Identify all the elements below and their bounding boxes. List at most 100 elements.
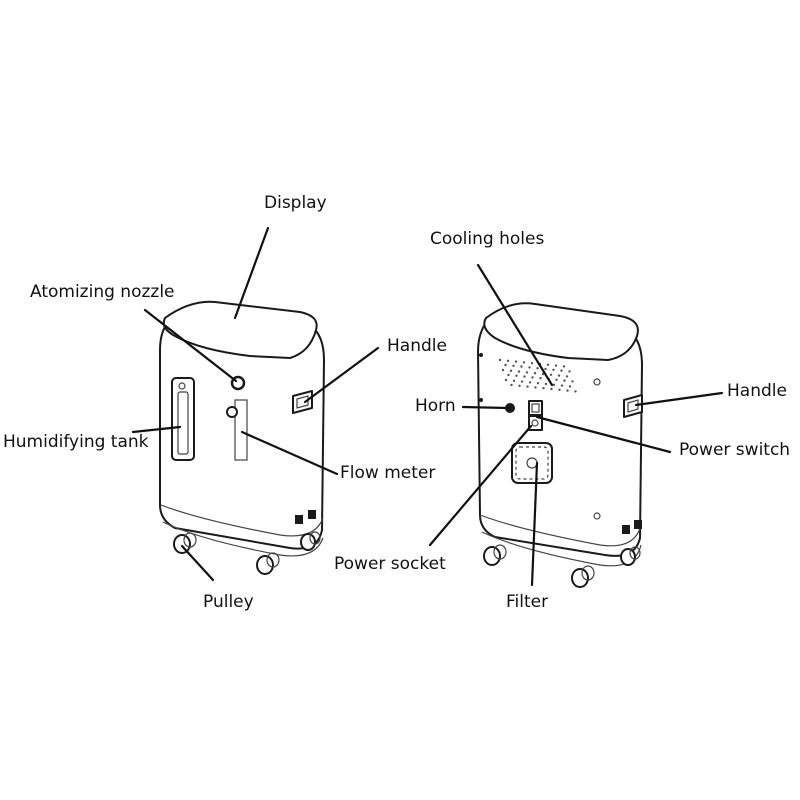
right-unit-body	[477, 319, 643, 557]
leader-pulley	[180, 544, 215, 582]
cooling-hole	[571, 380, 574, 383]
label-flow-meter: Flow meter	[340, 463, 436, 483]
cooling-hole	[536, 367, 539, 370]
cooling-hole	[536, 382, 540, 385]
cooling-hole	[504, 363, 507, 367]
cooling-hole	[509, 369, 513, 372]
leader-cooling-holes	[476, 263, 554, 387]
cooling-hole	[560, 384, 564, 387]
left-unit	[159, 300, 325, 575]
cooling-holes	[498, 358, 577, 393]
humidifying-tank-window	[177, 391, 189, 455]
left-handle-inner	[296, 395, 309, 409]
cooling-hole	[544, 367, 547, 371]
cooling-hole	[558, 388, 561, 391]
leader-power-socket	[428, 424, 533, 547]
power-socket	[528, 415, 543, 431]
pulley-wheel	[300, 533, 316, 551]
label-right-handle: Handle	[727, 381, 787, 401]
cooling-hole	[512, 379, 516, 382]
left-unit-body	[159, 319, 325, 550]
leader-atomizing-nozzle	[143, 308, 238, 383]
cooling-hole	[498, 358, 502, 362]
cooling-hole	[506, 359, 510, 362]
side-bump	[479, 353, 483, 357]
left-handle	[292, 390, 313, 414]
label-left-handle: Handle	[387, 336, 447, 356]
label-horn: Horn	[415, 396, 456, 416]
left-unit-base	[160, 504, 324, 537]
cooling-hole	[562, 365, 566, 368]
label-cooling-holes: Cooling holes	[430, 229, 545, 249]
cooling-hole	[514, 360, 518, 363]
label-humidifying-tank: Humidifying tank	[3, 432, 149, 452]
left-display-panel	[162, 300, 318, 359]
cooling-hole	[520, 380, 524, 383]
leader-filter	[530, 461, 539, 587]
cooling-hole	[504, 378, 508, 382]
cooling-hole	[525, 371, 529, 374]
cooling-hole	[552, 368, 555, 371]
leader-lines	[131, 226, 724, 587]
cooling-hole	[546, 363, 550, 366]
label-power-socket: Power socket	[334, 554, 446, 574]
cooling-hole	[557, 374, 561, 377]
left-base-vent-1	[295, 515, 303, 524]
cooling-hole	[555, 378, 558, 381]
cooling-hole	[550, 387, 553, 391]
rear-screw-bottom	[593, 512, 601, 520]
label-pulley: Pulley	[203, 592, 254, 612]
cooling-hole	[528, 381, 532, 384]
cooling-hole	[518, 384, 521, 387]
cooling-hole	[560, 369, 563, 372]
cooling-hole	[507, 373, 510, 377]
right-wheels	[483, 544, 641, 588]
label-display: Display	[264, 193, 327, 213]
cooling-hole	[568, 385, 572, 388]
cooling-hole	[522, 361, 526, 364]
right-unit-base	[479, 514, 642, 547]
cooling-hole	[554, 364, 558, 367]
humidifying-tank-cap	[178, 382, 186, 390]
cooling-hole	[574, 390, 577, 393]
flow-meter-knob	[226, 406, 238, 418]
humidifying-tank	[171, 377, 195, 461]
left-base-vent-2	[308, 510, 316, 519]
cooling-hole	[501, 368, 505, 372]
filter	[511, 442, 553, 484]
label-atomizing-nozzle: Atomizing nozzle	[30, 282, 175, 302]
leader-right-handle	[634, 391, 724, 407]
leader-left-handle	[303, 346, 380, 404]
right-base-vent-2	[634, 520, 642, 529]
label-filter: Filter	[506, 592, 549, 612]
cooling-hole	[531, 376, 534, 379]
pulley-wheel	[256, 555, 274, 575]
pulley-wheel	[173, 534, 191, 554]
left-unit-base-lower	[162, 521, 324, 557]
cooling-hole	[544, 382, 548, 386]
cooling-hole	[563, 379, 566, 382]
power-switch	[528, 400, 543, 416]
cooling-hole	[565, 375, 569, 378]
cooling-hole	[542, 387, 545, 390]
label-power-switch: Power switch	[679, 440, 791, 460]
flow-meter	[234, 399, 248, 461]
leader-flow-meter	[240, 430, 339, 476]
leader-display	[233, 226, 270, 320]
cooling-hole	[523, 375, 526, 378]
side-bump	[479, 398, 483, 402]
leader-power-switch	[535, 415, 672, 454]
cooling-hole	[534, 386, 537, 389]
cooling-hole	[526, 385, 529, 388]
right-unit	[477, 302, 643, 588]
cooling-hole	[539, 377, 542, 380]
right-handle	[623, 394, 643, 418]
cooling-hole	[533, 372, 537, 375]
cooling-hole	[549, 373, 553, 376]
left-wheels	[173, 531, 321, 575]
cooling-hole	[520, 365, 523, 368]
leader-horn	[461, 405, 510, 410]
cooling-hole	[512, 364, 515, 367]
